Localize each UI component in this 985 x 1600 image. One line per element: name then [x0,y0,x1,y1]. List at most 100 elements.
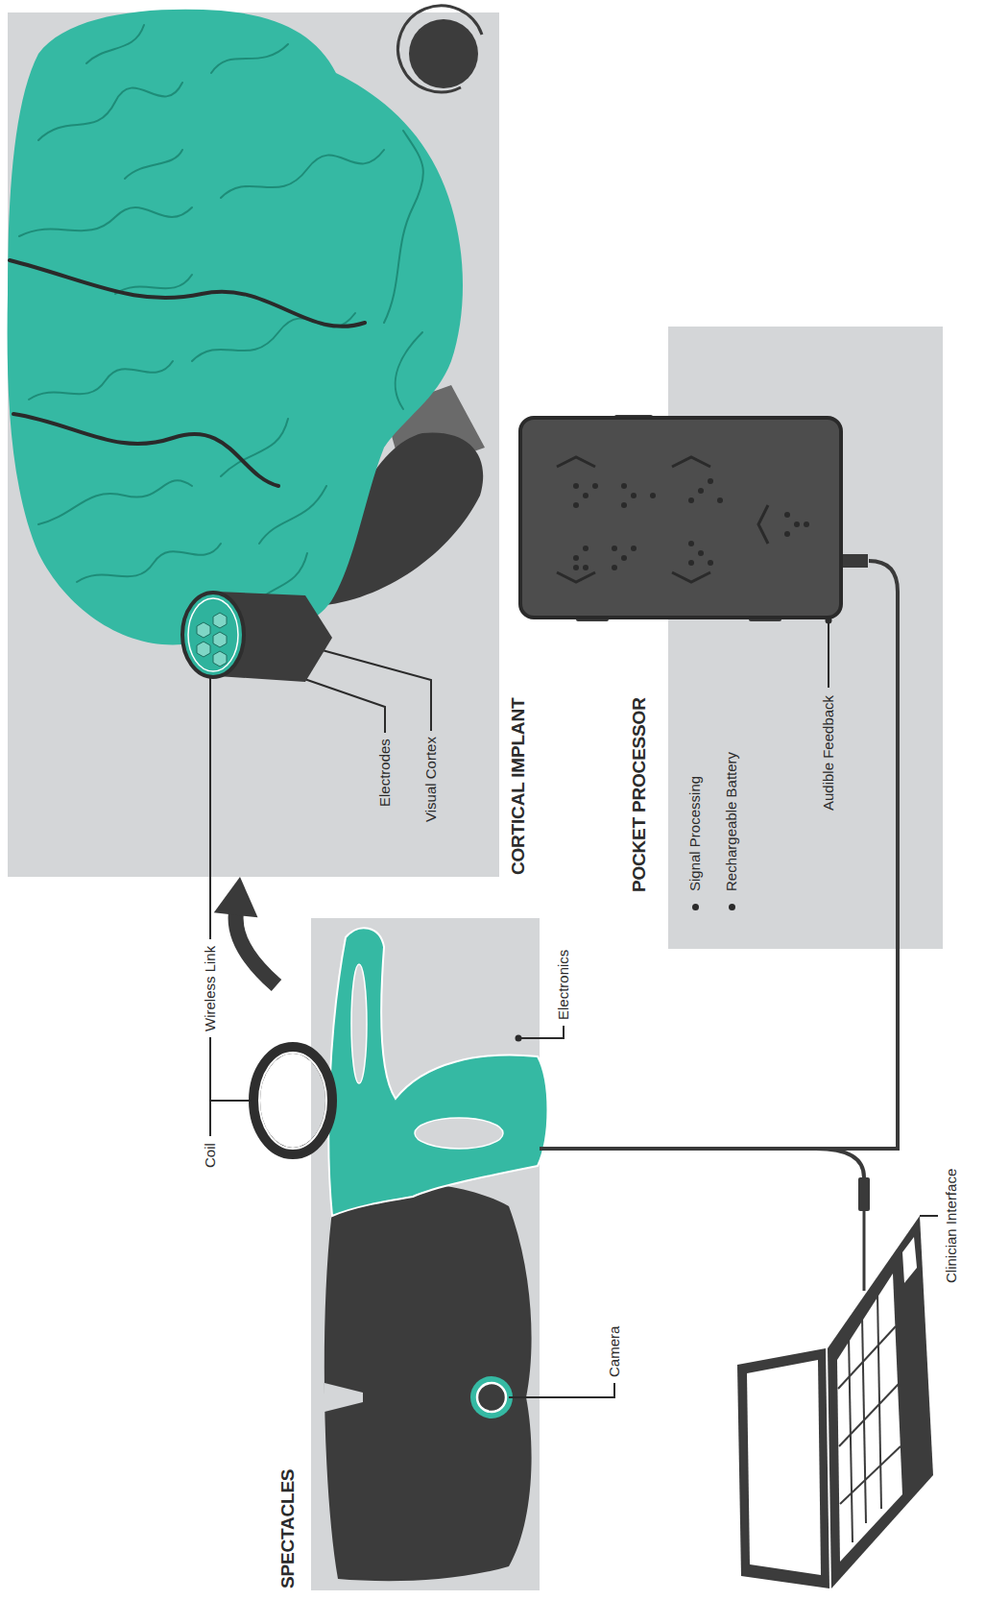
label-anchor: Coil [201,1142,219,1168]
pocket-device [784,511,791,518]
brain-drawing [86,24,145,64]
brain-drawing [213,650,227,667]
callout-label: Wireless Link [201,945,219,1032]
pocket-device [649,492,656,499]
pocket-device [592,482,599,489]
panel-ground [668,326,943,949]
pocket-device [582,492,589,499]
pocket-device [556,456,769,582]
pocket-device [707,559,714,566]
bullet-text: Signal Processing [685,775,705,891]
brain-drawing [76,543,221,582]
pocket-device [621,554,627,561]
laptop-drawing [837,1273,903,1562]
panel-heading: POCKET PROCESSOR [627,696,651,892]
laptop-drawing [737,1148,934,1588]
callout-label: Clinician Interface [942,1168,961,1283]
cable-connector-line [539,948,898,1149]
pocket-device [582,564,589,571]
brain-drawing [213,612,227,628]
pocket-device [630,545,637,552]
spectacles-panel: SPECTACLES [276,917,540,1590]
spectacles-drawing [470,1375,513,1418]
brain-drawing [38,82,183,141]
brain-drawing [19,207,193,237]
leader-lines [508,1382,615,1397]
brain-drawing [196,612,227,667]
brain-drawing [196,641,211,657]
pocket-device [688,559,695,566]
brain-drawing [259,485,327,544]
laptop-drawing [827,1215,934,1588]
spectacles-drawing [477,1382,506,1412]
brain-drawing [115,274,193,294]
pocket-device [573,554,579,561]
leader-lines [209,677,212,939]
laptop-drawing [840,1445,901,1504]
panel-heading: SPECTACLES [276,1468,300,1588]
laptop-drawing [816,1148,865,1178]
pocket-device [697,550,704,556]
brain-drawing [384,130,424,323]
pocket-device [803,521,810,528]
callout-label: Camera [605,1325,624,1377]
brain-drawing [28,360,173,400]
pocket-device [611,564,618,571]
callout-label: Coil [201,1142,219,1168]
callout-label: Audible Feedback [819,695,838,811]
pocket-device [621,482,627,489]
brain-drawing [211,44,289,73]
laptop-drawing [838,1325,896,1389]
leader-lines [827,621,830,688]
brain-drawing [213,631,227,648]
label-anchor: Audible Feedback [819,695,838,811]
laptop-drawing [858,1177,870,1211]
laptop-drawing [902,1236,917,1283]
label-anchor: Electronics [554,949,573,1020]
pocket-device [688,540,695,547]
laptop-drawing [848,1335,853,1542]
brain-drawing [408,19,479,89]
pocket-device [573,482,579,489]
pocket-device [573,478,810,571]
label-anchor: Wireless Link [201,945,219,1032]
pocket-device [556,572,596,582]
leader-lines [210,1099,252,1102]
pocket-device [520,417,841,618]
brain-drawing [38,480,193,525]
pocket-device [573,564,579,571]
implant-panel: CORTICAL IMPLANT [7,12,538,877]
spectacles-drawing [324,1382,363,1412]
pocket-device [582,545,589,552]
pocket-device [784,530,791,537]
bullet-text: Rechargeable Battery [721,751,742,891]
pocket-device [630,492,637,499]
pocket-device [793,521,800,528]
brain-drawing [124,149,183,179]
laptop-drawing [838,1294,901,1542]
transfer-arrow-head [214,876,259,917]
label-anchor: Visual Cortex [422,736,440,822]
brain-drawing [188,598,239,672]
spectacles-drawing [324,1180,532,1581]
pocket-device [717,497,723,504]
laptop-drawing [737,1347,830,1588]
callout-label: Electronics [554,949,573,1020]
laptop-drawing [863,1210,866,1291]
laptop-drawing [746,1359,821,1575]
brain-drawing [19,24,424,611]
pocket-device [672,456,711,467]
panel-ground [311,917,540,1590]
callout-label: Visual Cortex [422,736,440,822]
pocket-device [840,553,868,568]
brain-drawing [220,149,385,198]
transfer-arrow [214,876,277,985]
pocket-device [758,504,769,544]
pocket-device [556,456,596,467]
transfer-arrow-line [236,912,277,985]
pocket-device [573,502,579,508]
laptop-drawing [839,1383,899,1446]
